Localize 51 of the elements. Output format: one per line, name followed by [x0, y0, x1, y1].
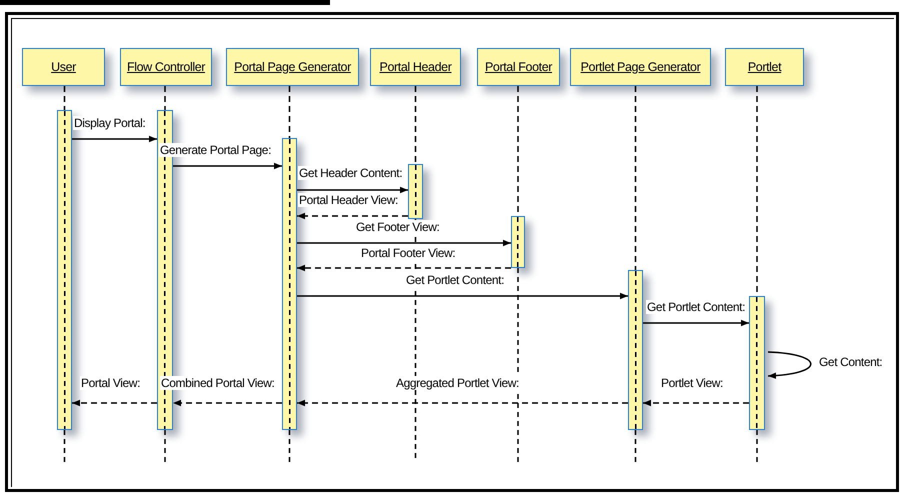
- lifeline: [164, 86, 166, 110]
- message-label: Portlet View:: [660, 376, 724, 390]
- participant-box: [120, 48, 212, 86]
- participant-name: Portlet: [748, 60, 782, 74]
- participant-name: Portal Header: [380, 60, 452, 74]
- return-arrow: [297, 400, 628, 406]
- participant-name: User: [51, 60, 76, 74]
- message-label: Combined Portal View:: [160, 376, 276, 390]
- message-arrow: [72, 136, 157, 142]
- participant-name: Portal Page Generator: [234, 60, 351, 74]
- activation-bar: [628, 270, 643, 430]
- participant-name: Flow Controller: [126, 60, 206, 74]
- return-arrow: [173, 400, 282, 406]
- message-arrow: [297, 292, 628, 300]
- lifeline: [414, 86, 416, 164]
- activation-bar: [749, 296, 765, 430]
- participant-box: [226, 48, 359, 86]
- message-label: Get Content:: [818, 355, 884, 369]
- lifeline: [64, 86, 66, 110]
- message-label: Get Header Content:: [298, 166, 404, 180]
- message-label: Aggregated Portlet View:: [395, 376, 520, 390]
- message-arrow: [173, 162, 282, 170]
- participant-box: [370, 48, 461, 86]
- message-label: Portal View:: [80, 376, 142, 390]
- participant-name: Portlet Page Generator: [580, 60, 700, 74]
- message-label: Get Portlet Content:: [405, 273, 506, 287]
- return-arrow: [643, 400, 749, 406]
- activation-bar: [57, 110, 72, 430]
- participant-box: [22, 48, 105, 86]
- participant-box: [570, 48, 711, 86]
- message-label: Portal Footer View:: [360, 246, 456, 260]
- message-label: Display Portal:: [73, 116, 146, 130]
- participant-box: [725, 48, 804, 86]
- activation-bar: [511, 216, 525, 268]
- participant-box: [477, 48, 560, 86]
- message-label: Portal Header View:: [298, 193, 399, 207]
- return-arrow: [297, 264, 511, 272]
- message-label: Get Portlet Content:: [646, 300, 746, 314]
- lifeline: [288, 86, 290, 138]
- message-label: Generate Portal Page:: [159, 143, 272, 157]
- return-arrow: [297, 212, 408, 220]
- lifeline: [634, 86, 636, 270]
- message-arrow: [643, 320, 749, 326]
- return-arrow: [72, 400, 157, 406]
- message-label: Get Footer View:: [355, 220, 440, 234]
- participant-name: Portal Footer: [484, 60, 552, 74]
- message-arrow: [297, 240, 511, 246]
- activation-bar: [282, 138, 297, 430]
- message-arrow: [297, 186, 408, 194]
- message-arrow: [768, 351, 812, 379]
- activation-bar: [408, 164, 423, 219]
